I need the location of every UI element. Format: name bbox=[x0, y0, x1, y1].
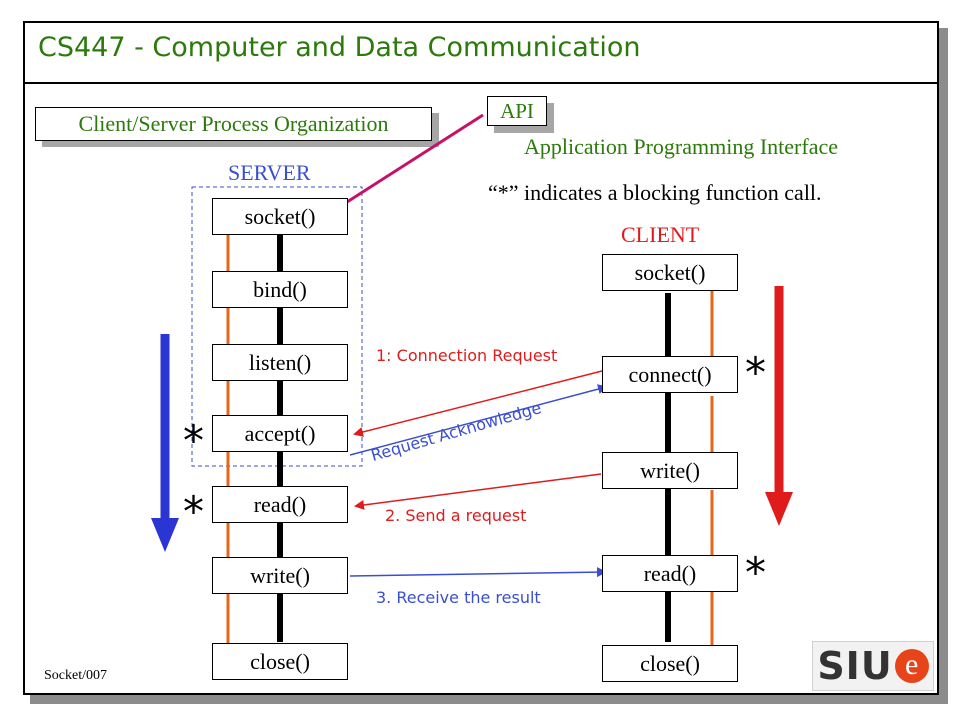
siue-logo: SIU e bbox=[812, 641, 934, 691]
client-read-box: read() bbox=[602, 555, 738, 592]
blocking-note: “*” indicates a blocking function call. bbox=[488, 180, 822, 205]
client-close-box: close() bbox=[602, 645, 738, 682]
server-accept-box: accept() bbox=[212, 415, 348, 452]
logo-e-mark: e bbox=[894, 649, 929, 683]
title-bar bbox=[23, 21, 939, 83]
api-link-arrow bbox=[331, 113, 484, 213]
server-label: SERVER bbox=[228, 160, 311, 185]
connection-request-label: 1: Connection Request bbox=[376, 346, 558, 365]
page-title: CS447 - Computer and Data Communication bbox=[38, 32, 641, 63]
server-socket-box: socket() bbox=[212, 198, 348, 235]
receive-result-arrow bbox=[349, 567, 607, 578]
server-time-arrow-head bbox=[151, 518, 179, 552]
server-write-box: write() bbox=[212, 557, 348, 594]
receive-result-label: 3. Receive the result bbox=[376, 588, 541, 607]
server-bind-box: bind() bbox=[212, 271, 348, 308]
server-read-box: read() bbox=[212, 486, 348, 523]
client-write-box: write() bbox=[602, 452, 738, 489]
client-label: CLIENT bbox=[621, 222, 700, 247]
server-listen-box: listen() bbox=[212, 344, 348, 381]
connection-request-arrow bbox=[353, 370, 603, 437]
client-time-arrow-head bbox=[765, 492, 793, 526]
connect-blocking-star: * bbox=[745, 348, 766, 397]
subtitle-box: Client/Server Process Organization bbox=[35, 107, 432, 141]
read-blocking-star: * bbox=[183, 487, 204, 536]
request-acknowledge-arrow bbox=[349, 384, 608, 456]
client-read-blocking-star: * bbox=[745, 548, 766, 597]
api-box: API bbox=[487, 96, 547, 126]
logo-text: SIU bbox=[817, 644, 893, 688]
send-request-arrow bbox=[354, 473, 602, 510]
client-connect-box: connect() bbox=[602, 356, 738, 393]
server-close-box: close() bbox=[212, 643, 348, 680]
accept-blocking-star: * bbox=[183, 416, 204, 465]
title-divider bbox=[23, 82, 939, 84]
footer-label: Socket/007 bbox=[44, 668, 107, 683]
send-request-label: 2. Send a request bbox=[385, 506, 527, 525]
client-socket-box: socket() bbox=[602, 254, 738, 291]
api-description: Application Programming Interface bbox=[524, 134, 839, 159]
